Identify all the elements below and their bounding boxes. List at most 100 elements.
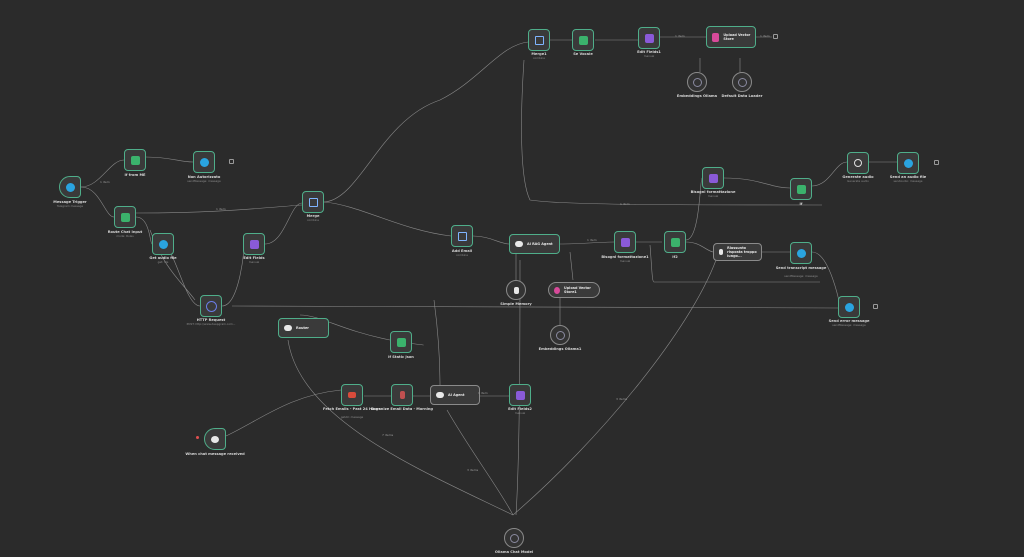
merge-node[interactable] [302,191,324,213]
add-email-node[interactable] [451,225,473,247]
telegram-icon [903,158,913,168]
vector-store-icon [712,32,720,42]
se-vocale-node[interactable] [572,29,594,51]
node-title: AI Agent [448,393,465,397]
if-from-me-node[interactable] [124,149,146,171]
node-subtitle: manual [643,54,655,58]
if-icon [670,237,680,247]
node-subtitle: manual [619,259,631,263]
embeddings-ollama-node[interactable] [687,72,707,92]
upload-vector-store1-node[interactable]: Upload Vector Store1 [548,282,600,298]
if2-node[interactable] [664,231,686,253]
if-icon [130,155,140,165]
node-label: Fetch Emails - Past 24 Hours [323,407,381,411]
node-label: If Static Json [388,355,414,359]
node-label: HTTP Request [196,318,226,322]
edge-item-count: 1 item [478,391,488,395]
node-subtitle: sendMessage: message [832,323,866,327]
gmail-icon [348,392,356,398]
node-subtitle: Telegram message [56,204,84,208]
robot-icon [436,392,444,398]
fetch-emails-node[interactable] [341,384,363,406]
edit-fields1-node[interactable] [638,27,660,49]
merge1-node[interactable] [528,29,550,51]
telegram-icon [158,239,168,249]
pencil-icon [515,390,525,400]
node-label: Ollama Chat Model [494,550,534,554]
if-icon [796,184,806,194]
edge-item-count: 1 item [760,34,770,38]
non-autorizzato-node[interactable] [193,151,215,173]
edge-item-count: 1 item [587,238,597,242]
edge-item-count: 1 item [216,207,226,211]
send-transcript-node[interactable] [790,242,812,264]
pencil-icon [249,239,259,249]
node-label: If from ME [124,173,146,177]
if-node[interactable] [790,178,812,200]
node-label: Send an audio file [889,175,927,179]
embeddings-ollama1-node[interactable] [550,325,570,345]
edit-fields-node[interactable] [243,233,265,255]
http-request-node[interactable] [200,295,222,317]
node-label: Send transcript message [775,266,827,270]
node-label: Bisogni formattazione [690,190,736,194]
router-node[interactable]: Router [278,318,329,338]
ollama-icon [555,330,565,340]
node-label: Edit Fields2 [508,407,532,411]
node-label: If2 [672,255,678,259]
node-label: Default Data Loader [721,94,763,98]
add-node-button[interactable] [873,304,878,309]
ai-rag-agent-node[interactable]: AI RAG Agent [509,234,560,254]
openai-icon [854,159,862,167]
ai-agent-node[interactable]: AI Agent [430,385,480,405]
organize-email-node[interactable] [391,384,413,406]
chat-icon [211,435,219,443]
telegram-icon [65,182,75,192]
code-icon [399,391,405,399]
if-static-node[interactable] [390,331,412,353]
simple-memory-node[interactable] [506,280,526,300]
node-label: Edit Fields [243,256,265,260]
node-label: Edit Fields1 [637,50,661,54]
riassunto-node[interactable]: Riassunto risposta troppo lungo... [713,243,762,261]
node-label: Send error message [828,319,870,323]
when-chat-node[interactable] [204,428,226,450]
bisogni-formattazione-node[interactable] [702,167,724,189]
node-title: Upload Vector Store [723,33,751,41]
add-node-button[interactable] [934,160,939,165]
robot-icon [719,249,724,255]
if-icon [578,35,588,45]
bisogni-formattazione1-node[interactable] [614,231,636,253]
ollama-icon [509,533,519,543]
upload-vector-store-node[interactable]: Upload Vector Store [706,26,756,48]
node-subtitle: sendMessage: message [784,274,818,278]
telegram-icon [844,302,854,312]
node-label: Simple Memory [500,302,532,306]
telegram-icon [199,157,209,167]
generate-audio-node[interactable] [847,152,869,174]
route-chat-input-node[interactable] [114,206,136,228]
ollama-chat-model-node[interactable] [504,528,524,548]
add-node-button[interactable] [773,34,778,39]
edit-fields2-node[interactable] [509,384,531,406]
node-subtitle: sendMessage: message [187,179,221,183]
message-trigger-node[interactable] [59,176,81,198]
node-title: Riassunto risposta troppo lungo... [727,246,757,258]
node-label: Get audio file [149,256,177,260]
node-subtitle: POST: http://www.deepgram.com... [186,322,236,326]
send-error-node[interactable] [838,296,860,318]
database-icon [513,286,519,294]
node-subtitle: mode: Rules [116,234,134,238]
node-subtitle: Generate audio [847,179,869,183]
data-loader-icon [737,77,747,87]
send-audio-file-node[interactable] [897,152,919,174]
default-data-loader-node[interactable] [732,72,752,92]
edge-item-count: 3 items [616,397,628,401]
edge-item-count: 1 item [620,202,630,206]
node-subtitle: sendAudio: message [893,179,923,183]
pencil-icon [620,237,630,247]
get-audio-file-node[interactable] [152,233,174,255]
add-node-button[interactable] [229,159,234,164]
